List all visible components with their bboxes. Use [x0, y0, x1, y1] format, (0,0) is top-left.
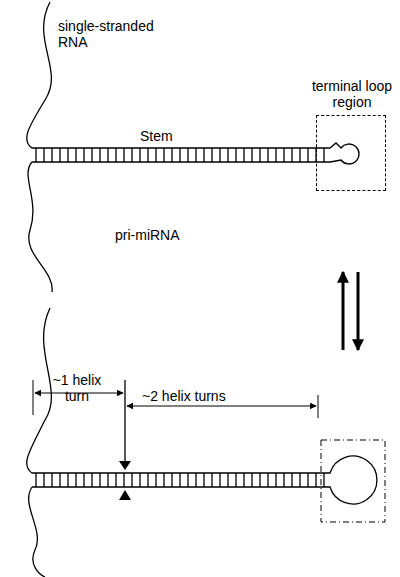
- base-pair: [51, 473, 52, 487]
- base-pair: [275, 148, 276, 162]
- base-pair: [179, 148, 180, 162]
- dimension-tick: [318, 395, 319, 418]
- base-pair: [291, 148, 292, 162]
- base-pair: [275, 473, 276, 487]
- base-pair: [99, 473, 100, 487]
- base-pair: [83, 473, 84, 487]
- base-pair: [227, 148, 228, 162]
- cleavage-triangle: [119, 490, 131, 500]
- base-pair: [35, 148, 36, 162]
- rna-strand: [27, 2, 359, 164]
- base-pair: [131, 148, 132, 162]
- base-pair: [219, 148, 220, 162]
- base-pair: [235, 148, 236, 162]
- base-pair: [115, 473, 116, 487]
- region-label: terminal loop region: [303, 78, 400, 110]
- base-pair: [291, 473, 292, 487]
- base-pair: [67, 473, 68, 487]
- base-pair: [99, 148, 100, 162]
- base-pair: [131, 473, 132, 487]
- strand-label: single-stranded RNA: [58, 18, 166, 50]
- loop-box: [321, 440, 385, 522]
- rna-strand: [27, 308, 377, 504]
- base-pair: [51, 148, 52, 162]
- base-pair: [171, 148, 172, 162]
- base-pair: [59, 148, 60, 162]
- base-pair: [259, 148, 260, 162]
- base-pair: [67, 148, 68, 162]
- base-pair: [75, 473, 76, 487]
- base-pair: [259, 473, 260, 487]
- base-pair: [187, 473, 188, 487]
- dimension-line: [127, 406, 316, 407]
- base-pair: [219, 473, 220, 487]
- base-pairs: [36, 473, 324, 487]
- cleavage-marker: [124, 380, 125, 463]
- base-pair: [323, 473, 324, 487]
- base-pairs: [36, 148, 324, 162]
- dimension-tick: [33, 380, 34, 415]
- base-pair: [123, 473, 124, 487]
- base-pair: [299, 473, 300, 487]
- base-pair: [315, 473, 316, 487]
- equilibrium-arrow: [357, 272, 360, 350]
- base-pair: [243, 148, 244, 162]
- base-pair: [91, 148, 92, 162]
- base-pair: [227, 473, 228, 487]
- base-pair: [163, 148, 164, 162]
- base-pair: [147, 473, 148, 487]
- base-pair: [211, 148, 212, 162]
- base-pair: [299, 148, 300, 162]
- base-pair: [35, 473, 36, 487]
- base-pair: [203, 148, 204, 162]
- base-pair: [251, 473, 252, 487]
- base-pair: [147, 148, 148, 162]
- base-pair: [267, 148, 268, 162]
- base-pair: [179, 473, 180, 487]
- base-pair: [323, 148, 324, 162]
- dimension-label: ~1 helix turn: [46, 372, 108, 404]
- base-pair: [307, 148, 308, 162]
- base-pair: [163, 473, 164, 487]
- rna-strand: [29, 487, 45, 577]
- rna-strand: [28, 162, 52, 292]
- base-pair: [235, 473, 236, 487]
- base-pair: [267, 473, 268, 487]
- loop-box: terminal loop region: [316, 115, 386, 191]
- equilibrium-arrow: [342, 272, 345, 350]
- base-pair: [43, 148, 44, 162]
- base-pair: [155, 148, 156, 162]
- molecule-label: pri-miRNA: [115, 227, 180, 243]
- base-pair: [187, 148, 188, 162]
- base-pair: [139, 473, 140, 487]
- base-pair: [211, 473, 212, 487]
- base-pair: [83, 148, 84, 162]
- base-pair: [171, 473, 172, 487]
- base-pair: [75, 148, 76, 162]
- base-pair: [251, 148, 252, 162]
- base-pair: [59, 473, 60, 487]
- stem-label: Stem: [140, 128, 173, 144]
- base-pair: [203, 473, 204, 487]
- base-pair: [243, 473, 244, 487]
- base-pair: [115, 148, 116, 162]
- base-pair: [107, 473, 108, 487]
- base-pair: [91, 473, 92, 487]
- base-pair: [283, 148, 284, 162]
- base-pair: [195, 148, 196, 162]
- base-pair: [43, 473, 44, 487]
- base-pair: [283, 473, 284, 487]
- base-pair: [107, 148, 108, 162]
- base-pair: [139, 148, 140, 162]
- base-pair: [195, 473, 196, 487]
- base-pair: [123, 148, 124, 162]
- base-pair: [307, 473, 308, 487]
- dimension-label: ~2 helix turns: [142, 388, 226, 404]
- cleavage-triangle: [119, 461, 131, 470]
- base-pair: [155, 473, 156, 487]
